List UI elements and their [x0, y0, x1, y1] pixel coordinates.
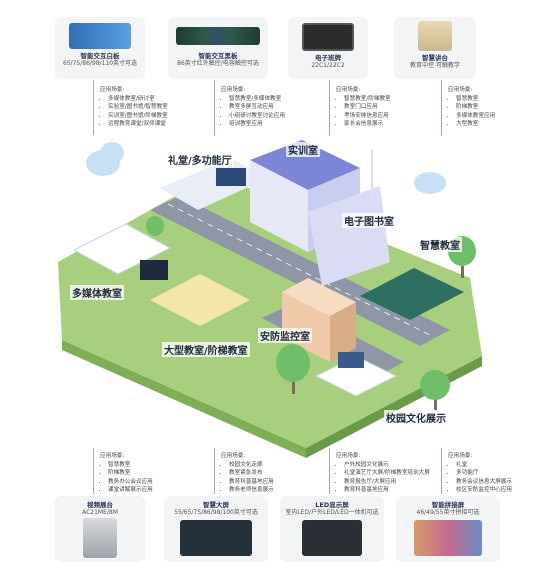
whiteboard-image — [69, 23, 131, 49]
video-wall-image — [414, 520, 482, 556]
training-building-roof — [250, 140, 360, 190]
product-name: 智能交互白板 — [80, 52, 120, 60]
class-sign-image — [302, 23, 354, 51]
scene-list: 应用场景: 智慧教室阶梯教室多媒体教室应用大型教室 — [448, 86, 538, 128]
connector-line — [93, 80, 94, 135]
product-card-interactive-whiteboard[interactable]: 智能交互白板 65/75/86/98/110英寸可选 — [55, 17, 145, 79]
security-building-front — [282, 292, 330, 362]
blackboard-image — [176, 27, 260, 45]
large-classroom-floor — [150, 274, 250, 326]
cloud-icon — [414, 172, 446, 194]
product-spec: 教育中控 可触教学 — [410, 62, 460, 69]
auditorium-screen — [216, 168, 246, 186]
led-display-image — [302, 520, 362, 556]
product-spec: 室内LED/户外LED/LED一体机可选 — [285, 509, 379, 516]
product-spec: AC21ME/8M — [82, 509, 118, 516]
scene-list: 应用场景: 智慧教室阶梯教室教务办公会议应用课堂讲解展示应用 — [100, 452, 190, 494]
product-card-class-sign[interactable]: 电子班牌 22C1/22C2 — [288, 17, 368, 79]
scene-list: 应用场景: 智慧教室/多媒体教室教室多屏互动应用小组研讨教室讨论应用培训教室应用 — [221, 86, 311, 128]
zone-label-training[interactable]: 实训室 — [286, 142, 320, 157]
road-marking — [167, 203, 435, 338]
connector-line — [329, 448, 330, 494]
connector-line — [441, 80, 442, 135]
scene-list: 应用场景: 智慧教室/阶梯教室教室门口应用考场安排信息应用家长会信息展示 — [336, 86, 426, 128]
tree-trunk — [461, 258, 464, 278]
tree-icon — [146, 216, 164, 236]
cloud-icon — [100, 142, 124, 164]
tree-icon — [420, 370, 450, 400]
connector-line — [441, 448, 442, 494]
product-card-smart-podium[interactable]: 智慧讲台 教育中控 可触教学 — [394, 17, 476, 79]
tree-icon — [276, 344, 310, 382]
product-name: 智能拼接屏 — [431, 501, 465, 509]
zone-label-large-classroom[interactable]: 大型教室/阶梯教室 — [162, 342, 250, 357]
product-spec: 22C1/22C2 — [311, 62, 345, 69]
product-name: 智慧大屏 — [203, 501, 229, 509]
visualizer-image — [83, 518, 117, 558]
product-card-visualizer[interactable]: 视频展台 AC21ME/8M — [55, 496, 145, 562]
scene-list: 应用场景: 礼堂多功能厅教务会议信息大屏展示校区安防监控中心应用 — [448, 452, 548, 494]
connector-line — [93, 448, 94, 494]
connector-line — [214, 448, 215, 494]
multimedia-classroom-floor — [72, 223, 172, 275]
library-wing — [308, 186, 390, 286]
product-spec: 55/65/75/86/98/100英寸可选 — [174, 509, 258, 516]
training-building-front — [250, 160, 308, 252]
product-name: 智能交互黑板 — [198, 52, 238, 60]
product-spec: 46/49/55英寸拼接可选 — [416, 509, 480, 516]
podium-image — [418, 21, 452, 51]
multimedia-screen — [140, 260, 168, 280]
product-card-led-display[interactable]: LED显示屏 室内LED/户外LED/LED一体机可选 — [280, 496, 384, 562]
security-building-side — [330, 302, 356, 362]
zone-label-security[interactable]: 安防监控室 — [258, 328, 312, 343]
scene-list: 应用场景: 多媒体教室/研讨室实验室/图书馆/智慧教室实训室/图书馆/阶梯教室远… — [100, 86, 190, 128]
product-name: 智慧讲台 — [422, 54, 448, 62]
zone-label-multimedia[interactable]: 多媒体教室 — [70, 285, 124, 300]
product-spec: 65/75/86/98/110英寸可选 — [62, 60, 138, 67]
tree-trunk — [292, 372, 295, 394]
connector-line — [329, 80, 330, 135]
product-card-video-wall[interactable]: 智能拼接屏 46/49/55英寸拼接可选 — [396, 496, 500, 562]
product-card-smart-display[interactable]: 智慧大屏 55/65/75/86/98/100英寸可选 — [164, 496, 268, 562]
tree-trunk — [434, 392, 437, 410]
connector-line — [214, 80, 215, 135]
product-spec: 86英寸红外触控/电容触控可选 — [177, 60, 259, 67]
zone-label-library[interactable]: 电子图书室 — [342, 213, 396, 228]
smart-display-image — [180, 520, 252, 556]
zone-label-smart-classroom[interactable]: 智慧教室 — [418, 237, 462, 252]
road — [150, 196, 450, 346]
culture-screen — [338, 352, 364, 368]
zone-label-auditorium[interactable]: 礼堂/多功能厅 — [166, 152, 234, 167]
product-name: LED显示屏 — [315, 501, 349, 509]
product-name: 电子班牌 — [315, 54, 341, 62]
product-card-interactive-blackboard[interactable]: 智能交互黑板 86英寸红外触控/电容触控可选 — [168, 17, 268, 79]
smart-classroom-floor — [360, 268, 464, 320]
scene-list: 应用场景: 校园文化走廊教室紧急发布教育科普基地应用教务老师信息展示 — [221, 452, 317, 494]
scene-list: 应用场景: 户外校园文化展示礼堂演艺厅大屏/阶梯教室培训大屏教育报告厅/大屏应用… — [336, 452, 446, 494]
security-building-roof — [282, 278, 356, 316]
ground-side — [62, 340, 306, 458]
product-name: 视频展台 — [87, 501, 113, 509]
zone-label-culture[interactable]: 校园文化展示 — [384, 410, 448, 425]
